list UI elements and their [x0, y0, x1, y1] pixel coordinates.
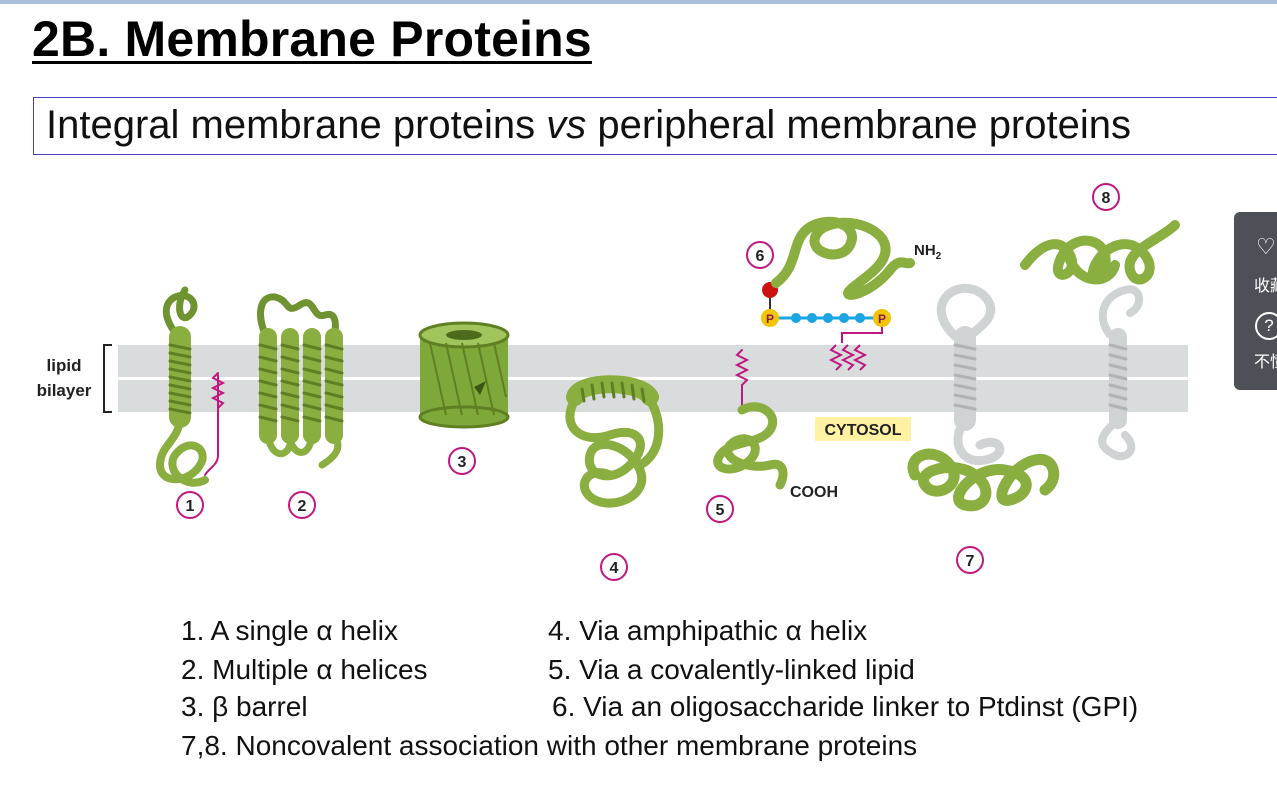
legend-item-3: 3. β barrel: [181, 691, 308, 722]
protein-2-multiple-helices: [257, 293, 344, 469]
number-badge-3: 3: [448, 447, 476, 475]
membrane-protein-diagram: lipid bilayer CO: [37, 183, 1188, 581]
number-badge-6: 6: [746, 241, 774, 269]
legend-item-5: 5. Via a covalently-linked lipid: [548, 654, 915, 685]
protein-4-amphipathic: [565, 375, 664, 508]
bilayer-label: bilayer: [37, 381, 92, 400]
phosphate-label-right: P: [878, 312, 886, 326]
svg-text:7: 7: [966, 553, 975, 570]
phosphate-label-left: P: [766, 312, 774, 326]
help-button[interactable]: ? 不懂: [1234, 304, 1277, 384]
favorite-label: 收藏: [1254, 278, 1277, 295]
svg-text:5: 5: [716, 502, 725, 519]
number-badge-8: 8: [1092, 183, 1120, 211]
help-label: 不懂: [1254, 354, 1277, 371]
legend-item-1: 1. A single α helix: [181, 615, 398, 646]
heart-icon: ♡: [1256, 234, 1276, 259]
cytosol-label-bg: [815, 417, 911, 441]
protein-1-single-helix: [155, 286, 226, 487]
question-icon: ?: [1255, 312, 1277, 340]
subtitle-part-vs: vs: [546, 103, 587, 147]
svg-text:1: 1: [186, 498, 195, 515]
slide-subtitle: Integral membrane proteins vs peripheral…: [46, 103, 1131, 148]
svg-text:8: 8: [1102, 190, 1111, 207]
number-badge-2: 2: [288, 491, 316, 519]
favorite-button[interactable]: ♡ 收藏: [1234, 212, 1277, 295]
legend-item-2: 2. Multiple α helices: [181, 654, 428, 685]
svg-text:6: 6: [756, 248, 765, 265]
cooh-label: COOH: [790, 484, 838, 501]
legend-item-78: 7,8. Noncovalent association with other …: [181, 730, 918, 761]
lipid-label: lipid: [47, 356, 82, 375]
nh2-label: NH2: [914, 242, 942, 262]
subtitle-part-2: peripheral membrane proteins: [586, 103, 1131, 147]
svg-text:4: 4: [610, 560, 619, 577]
cytosol-label: CYTOSOL: [824, 422, 901, 439]
protein-6-gpi-anchored: P P: [761, 216, 915, 371]
top-accent-bar: [0, 0, 1277, 4]
bilayer-bracket: [103, 344, 112, 413]
subtitle-part-1: Integral membrane proteins: [46, 103, 547, 147]
number-badge-1: 1: [176, 491, 204, 519]
protein-5-lipid-linked: [713, 349, 788, 490]
slide-title: 2B. Membrane Proteins: [32, 11, 592, 67]
subtitle-box: Integral membrane proteins vs peripheral…: [33, 97, 1277, 155]
number-badge-4: 4: [600, 553, 628, 581]
protein-7-noncovalent: [907, 283, 1060, 512]
number-badge-7: 7: [956, 546, 984, 574]
protein-8-noncovalent: [1020, 220, 1180, 461]
legend-item-6: 6. Via an oligosaccharide linker to Ptdi…: [552, 691, 1139, 722]
protein-3-beta-barrel: [418, 321, 510, 429]
legend-item-4: 4. Via amphipathic α helix: [548, 615, 868, 646]
side-panel: ♡ 收藏 ? 不懂: [1234, 212, 1277, 390]
number-badge-5: 5: [706, 495, 734, 523]
svg-text:2: 2: [298, 498, 307, 515]
svg-text:3: 3: [458, 454, 467, 471]
